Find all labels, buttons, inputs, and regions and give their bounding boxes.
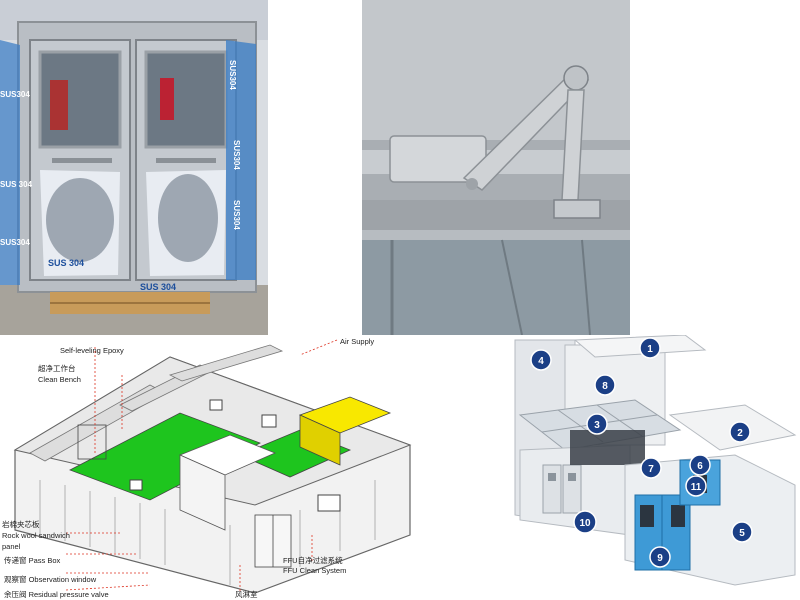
- svg-text:4: 4: [538, 356, 544, 367]
- svg-text:3: 3: [594, 420, 600, 431]
- callout-badge-8: 8: [594, 374, 616, 396]
- svg-text:11: 11: [691, 482, 702, 493]
- label-air-supply: Air Supply: [340, 337, 374, 346]
- label-ffu-cn: FFU自净过滤系统: [283, 555, 343, 565]
- label-clean-bench-cn: 超净工作台: [38, 363, 76, 373]
- label-observation-window: 观察窗 Observation window: [4, 574, 97, 584]
- svg-text:9: 9: [657, 553, 663, 564]
- svg-text:2: 2: [737, 428, 743, 439]
- label-rockwool-cn: 岩棉夹芯板: [2, 519, 40, 529]
- photo-door-closer: [362, 0, 630, 335]
- svg-text:5: 5: [739, 528, 745, 539]
- svg-text:7: 7: [648, 464, 654, 475]
- label-residual-pressure-valve: 余压阀 Residual pressure valve: [4, 589, 109, 599]
- callout-badge-9: 9: [649, 546, 671, 568]
- callout-badge-11: 11: [685, 475, 707, 497]
- sticker-label: SUS304: [228, 60, 237, 90]
- sticker-label: SUS 304: [140, 282, 177, 292]
- callout-badge-3: 3: [586, 413, 608, 435]
- label-air-shower-cn: 风淋室: [235, 589, 258, 599]
- callout-badge-5: 5: [731, 521, 753, 543]
- callout-badge-4: 4: [530, 349, 552, 371]
- photo-stainless-door: SUS 304 SUS304 SUS304 SUS 304 SUS 304 SU…: [0, 0, 268, 335]
- sticker-label: SUS304: [0, 238, 30, 247]
- modular-cleanroom-render: 1 2 3 4 5 6 7 8 9 10 11: [505, 335, 800, 600]
- svg-text:1: 1: [647, 344, 653, 355]
- label-pass-box: 传递窗 Pass Box: [4, 555, 61, 565]
- sticker-label: SUS304: [0, 90, 30, 99]
- sticker-label: SUS 304: [0, 180, 33, 189]
- sticker-label: SUS 304: [48, 258, 85, 268]
- callout-badge-10: 10: [573, 510, 597, 534]
- label-clean-bench: Clean Bench: [38, 375, 81, 384]
- label-rockwool-panel: panel: [2, 542, 21, 551]
- callout-badge-2: 2: [729, 421, 751, 443]
- svg-text:6: 6: [697, 461, 703, 472]
- sticker-label: SUS304: [232, 140, 241, 170]
- label-rockwool: Rock wool sandwich: [2, 531, 70, 540]
- callout-badge-7: 7: [640, 457, 662, 479]
- callout-badge-1: 1: [639, 337, 661, 359]
- svg-text:10: 10: [579, 518, 591, 529]
- callout-badge-6: 6: [689, 454, 711, 476]
- svg-text:8: 8: [602, 381, 608, 392]
- label-self-leveling-epoxy: Self-leveling Epoxy: [60, 346, 124, 355]
- label-ffu-clean-system: FFU Clean System: [283, 566, 346, 575]
- cleanroom-isometric-diagram: Self-leveling Epoxy 超净工作台 Clean Bench Ai…: [0, 335, 440, 600]
- sticker-label: SUS304: [232, 200, 241, 230]
